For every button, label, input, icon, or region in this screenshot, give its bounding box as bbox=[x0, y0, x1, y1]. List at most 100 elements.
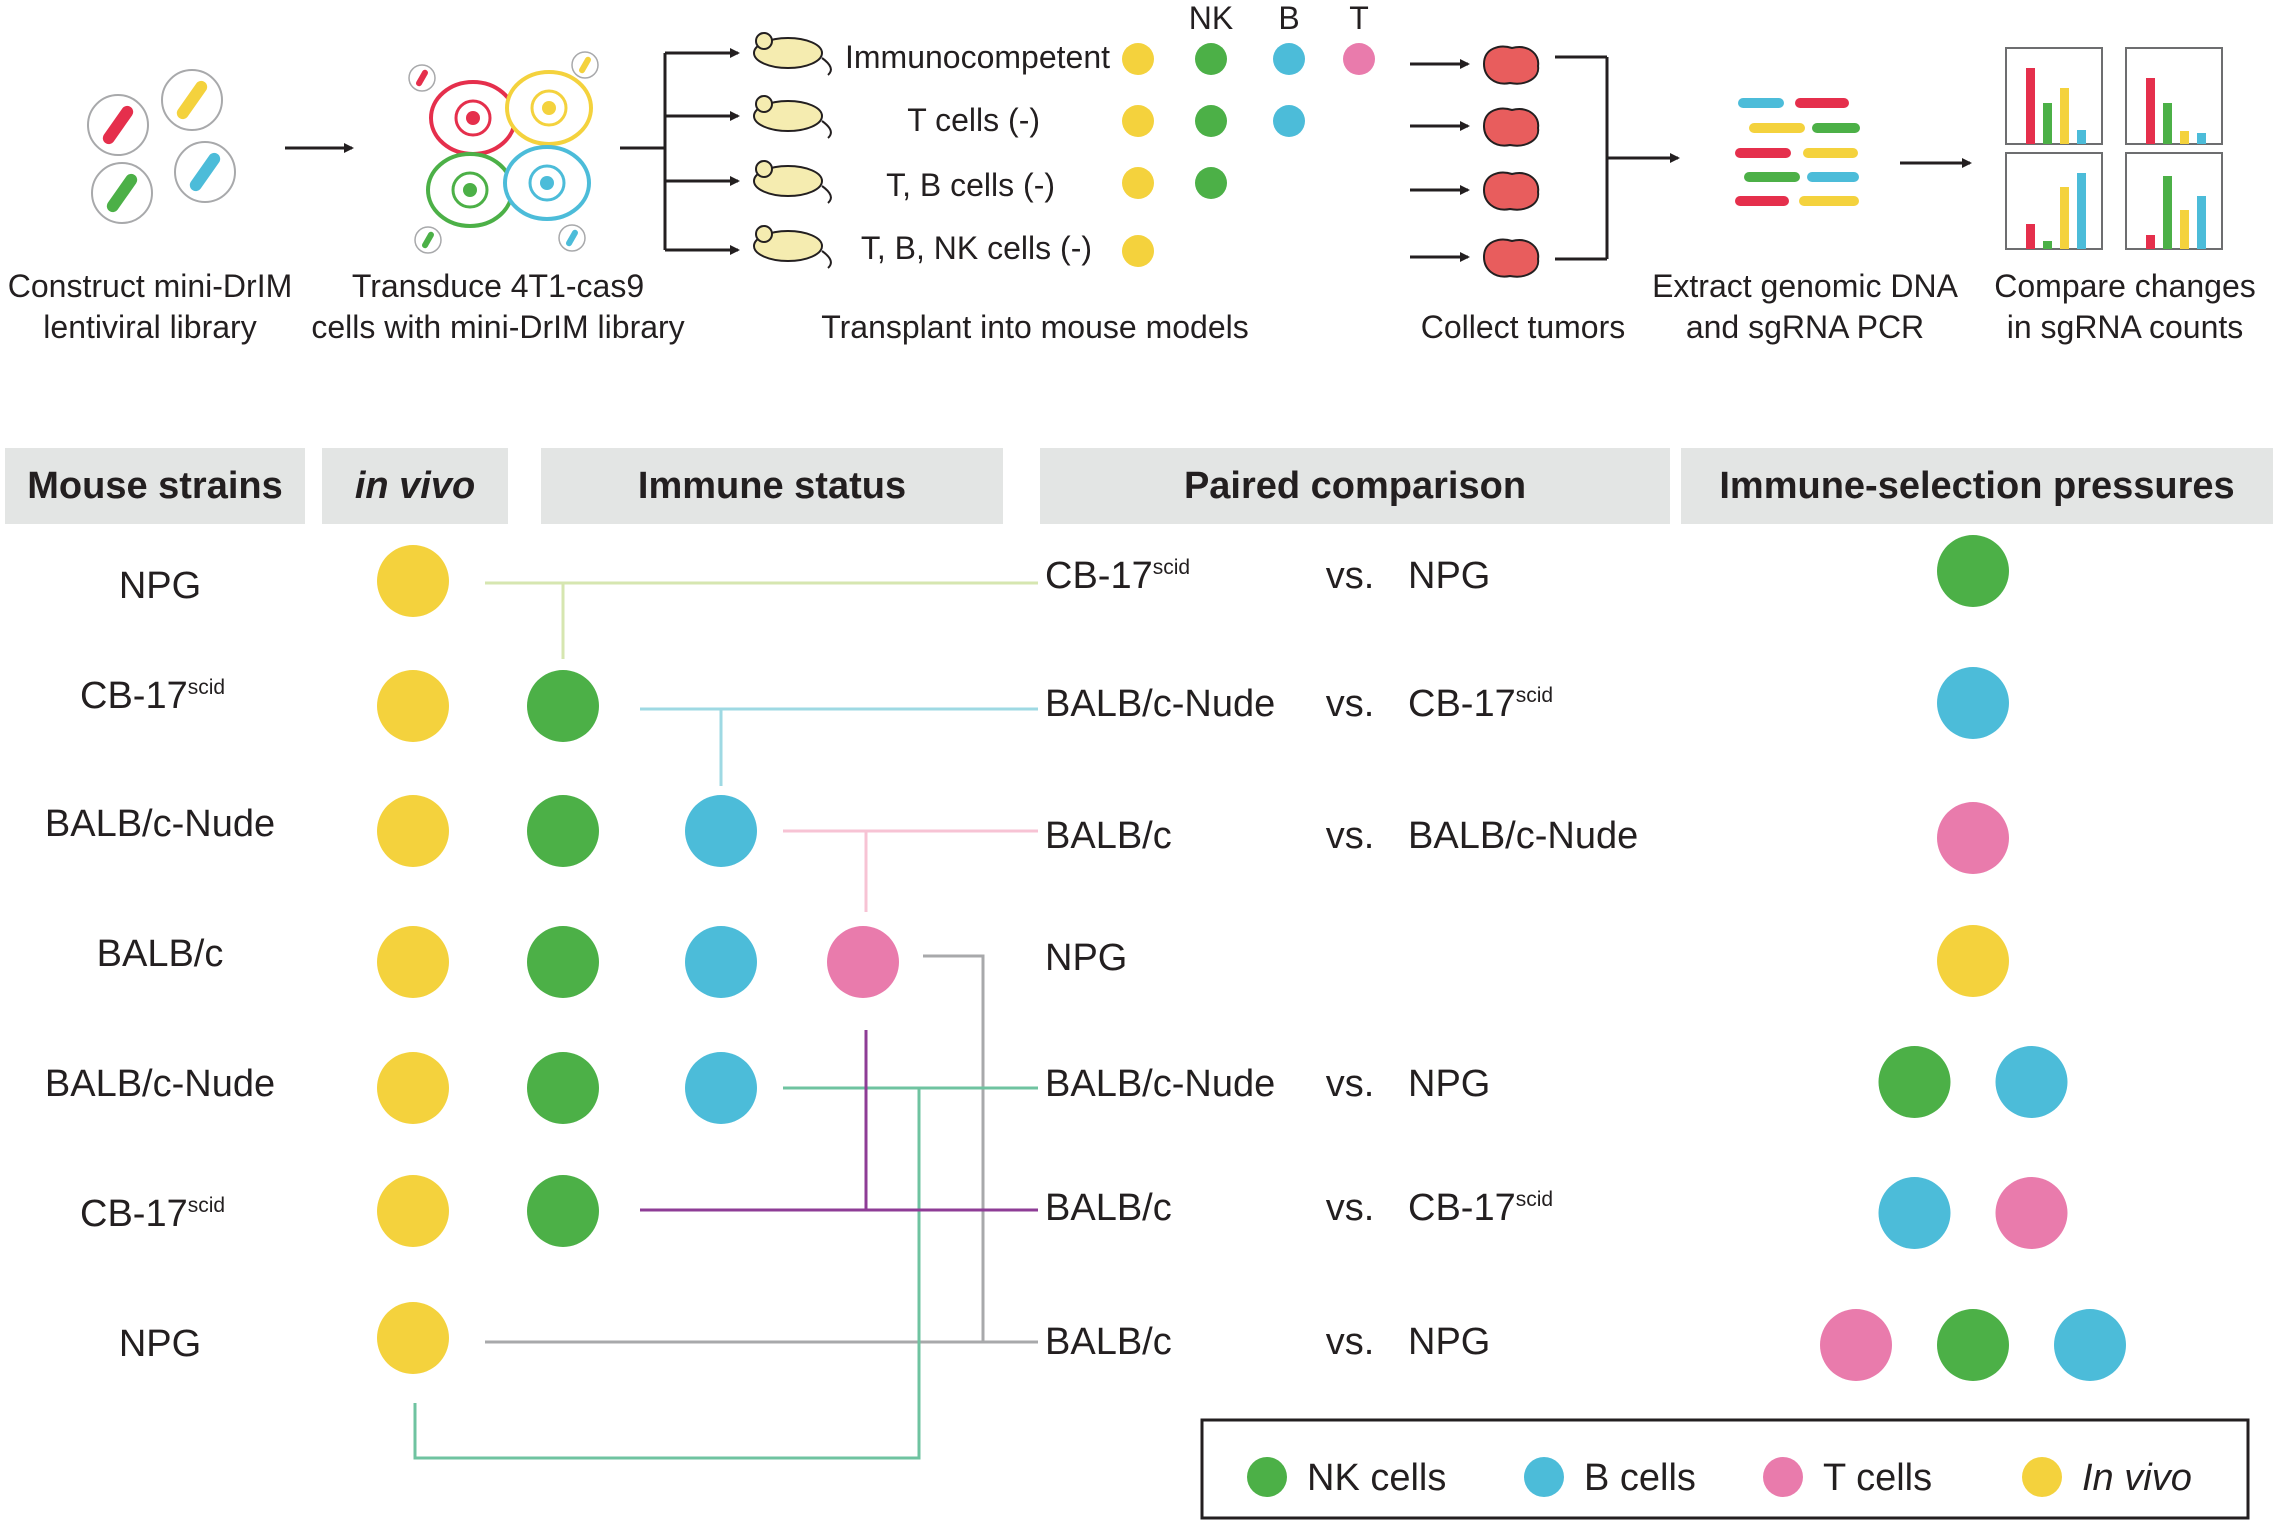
pressure-t-dot bbox=[1820, 1309, 1892, 1381]
header-bg-in-vivo bbox=[322, 448, 508, 524]
pressure-dots bbox=[1820, 535, 2126, 1381]
comparison-vs: vs. bbox=[1326, 815, 1375, 857]
status-nk-dot bbox=[527, 1052, 599, 1124]
pressure-t-dot bbox=[1937, 802, 2009, 874]
immune-status-dots bbox=[377, 545, 899, 1374]
header-bg-mouse-strains bbox=[5, 448, 305, 524]
pressure-b-dot bbox=[2054, 1309, 2126, 1381]
status-nk-dot bbox=[527, 795, 599, 867]
pressure-nk-dot bbox=[1937, 535, 2009, 607]
bar-chart-icon bbox=[2005, 47, 2223, 250]
header-bg-immune-status bbox=[541, 448, 1003, 524]
model-t-dot bbox=[1343, 43, 1375, 75]
step5-line1: Extract genomic DNA bbox=[1652, 268, 1959, 304]
comparison-right: NPG bbox=[1408, 1321, 1490, 1363]
header-bg-paired-comparison bbox=[1040, 448, 1670, 524]
model-immune-dots bbox=[1122, 43, 1375, 267]
status-in-vivo-dot bbox=[377, 670, 449, 742]
comparison-left: BALB/c bbox=[1045, 815, 1172, 857]
comparison-right: BALB/c-Nude bbox=[1408, 815, 1638, 857]
legend-item: NK cells bbox=[1247, 1457, 1446, 1499]
legend-label: T cells bbox=[1823, 1457, 1932, 1499]
step1-line1: Construct mini-DrIM bbox=[8, 268, 292, 304]
header-in-vivo: in vivo bbox=[355, 465, 475, 507]
tumor-icon bbox=[1482, 45, 1540, 278]
comparison-right: CB-17scid bbox=[1408, 683, 1553, 725]
status-b-dot bbox=[685, 795, 757, 867]
comparison-left: CB-17scid bbox=[1045, 555, 1190, 597]
step6-line2: in sgRNA counts bbox=[2007, 309, 2244, 345]
status-in-vivo-dot bbox=[377, 795, 449, 867]
legend-item: In vivo bbox=[2022, 1457, 2192, 1499]
comparison-right: NPG bbox=[1408, 555, 1490, 597]
status-b-dot bbox=[685, 926, 757, 998]
comparison-connectors bbox=[413, 581, 1038, 1460]
legend-item: T cells bbox=[1763, 1457, 1932, 1499]
step2-line1: Transduce 4T1-cas9 bbox=[352, 268, 644, 304]
status-in-vivo-dot bbox=[377, 1175, 449, 1247]
step2-line2: cells with mini-DrIM library bbox=[311, 309, 684, 345]
table-section: Mouse strains in vivo Immune status Pair… bbox=[5, 448, 2273, 1460]
legend-t-swatch bbox=[1763, 1457, 1803, 1497]
status-nk-dot bbox=[527, 670, 599, 742]
header-bg-pressures bbox=[1681, 448, 2273, 524]
comparison-left: BALB/c-Nude bbox=[1045, 683, 1275, 725]
status-in-vivo-dot bbox=[377, 926, 449, 998]
legend-b-swatch bbox=[1524, 1457, 1564, 1497]
table-row: CB-17scid BALB/c vs. CB-17scid bbox=[80, 1187, 1553, 1235]
arrow-icon bbox=[1410, 59, 1470, 262]
strain-name: CB-17scid bbox=[80, 1193, 225, 1235]
branch-arrows bbox=[620, 48, 740, 255]
header-paired-comparison: Paired comparison bbox=[1184, 465, 1526, 507]
step6-line1: Compare changes bbox=[1994, 268, 2255, 304]
step5-line2: and sgRNA PCR bbox=[1686, 309, 1924, 345]
strain-name: BALB/c bbox=[97, 933, 224, 975]
model-label: T cells (-) bbox=[907, 102, 1040, 138]
header-immune-status: Immune status bbox=[638, 465, 906, 507]
model-label: T, B, NK cells (-) bbox=[861, 230, 1092, 266]
model-label: T, B cells (-) bbox=[886, 167, 1055, 203]
pressure-b-dot bbox=[1995, 1046, 2068, 1118]
table-row: NPG CB-17scid vs. NPG bbox=[119, 555, 1491, 607]
comparison-right: NPG bbox=[1408, 1063, 1490, 1105]
model-nk-dot bbox=[1195, 167, 1227, 199]
model-in-vivo-dot bbox=[1122, 235, 1154, 267]
model-b-dot bbox=[1273, 105, 1305, 137]
header-mouse-strains: Mouse strains bbox=[27, 465, 283, 507]
status-in-vivo-dot bbox=[377, 545, 449, 617]
table-row: BALB/c-Nude BALB/c-Nude vs. NPG bbox=[45, 1063, 1490, 1105]
column-label-b: B bbox=[1278, 0, 1299, 36]
status-nk-dot bbox=[527, 926, 599, 998]
legend-nk-swatch bbox=[1247, 1457, 1287, 1497]
pressure-t-dot bbox=[1995, 1177, 2068, 1249]
lentivirus-icon bbox=[87, 69, 236, 224]
status-t-dot bbox=[827, 926, 899, 998]
strain-name: BALB/c-Nude bbox=[45, 803, 275, 845]
comparison-vs: vs. bbox=[1326, 1321, 1375, 1363]
comparison-vs: vs. bbox=[1326, 555, 1375, 597]
comparison-right: CB-17scid bbox=[1408, 1187, 1553, 1229]
model-nk-dot bbox=[1195, 43, 1227, 75]
step3-caption: Transplant into mouse models bbox=[821, 309, 1248, 345]
strain-name: CB-17scid bbox=[80, 675, 225, 717]
comparison-vs: vs. bbox=[1326, 1187, 1375, 1229]
status-b-dot bbox=[685, 1052, 757, 1124]
pressure-b-dot bbox=[1937, 667, 2009, 739]
model-b-dot bbox=[1273, 43, 1305, 75]
status-nk-dot bbox=[527, 1175, 599, 1247]
merge-bracket bbox=[1555, 55, 1680, 261]
status-in-vivo-dot bbox=[377, 1052, 449, 1124]
sgrna-bars-icon bbox=[1735, 98, 1860, 206]
comparison-left: BALB/c-Nude bbox=[1045, 1063, 1275, 1105]
model-in-vivo-dot bbox=[1122, 167, 1154, 199]
workflow-section: Construct mini-DrIM lentiviral library bbox=[8, 0, 2256, 345]
model-in-vivo-dot bbox=[1122, 105, 1154, 137]
pressure-nk-dot bbox=[1937, 1309, 2009, 1381]
table-row: BALB/c-Nude BALB/c vs. BALB/c-Nude bbox=[45, 803, 1638, 857]
model-label: Immunocompetent bbox=[845, 39, 1110, 75]
comparison-vs: vs. bbox=[1326, 683, 1375, 725]
step4-caption: Collect tumors bbox=[1421, 309, 1626, 345]
column-label-t: T bbox=[1349, 0, 1369, 36]
comparison-left: NPG bbox=[1045, 937, 1127, 979]
